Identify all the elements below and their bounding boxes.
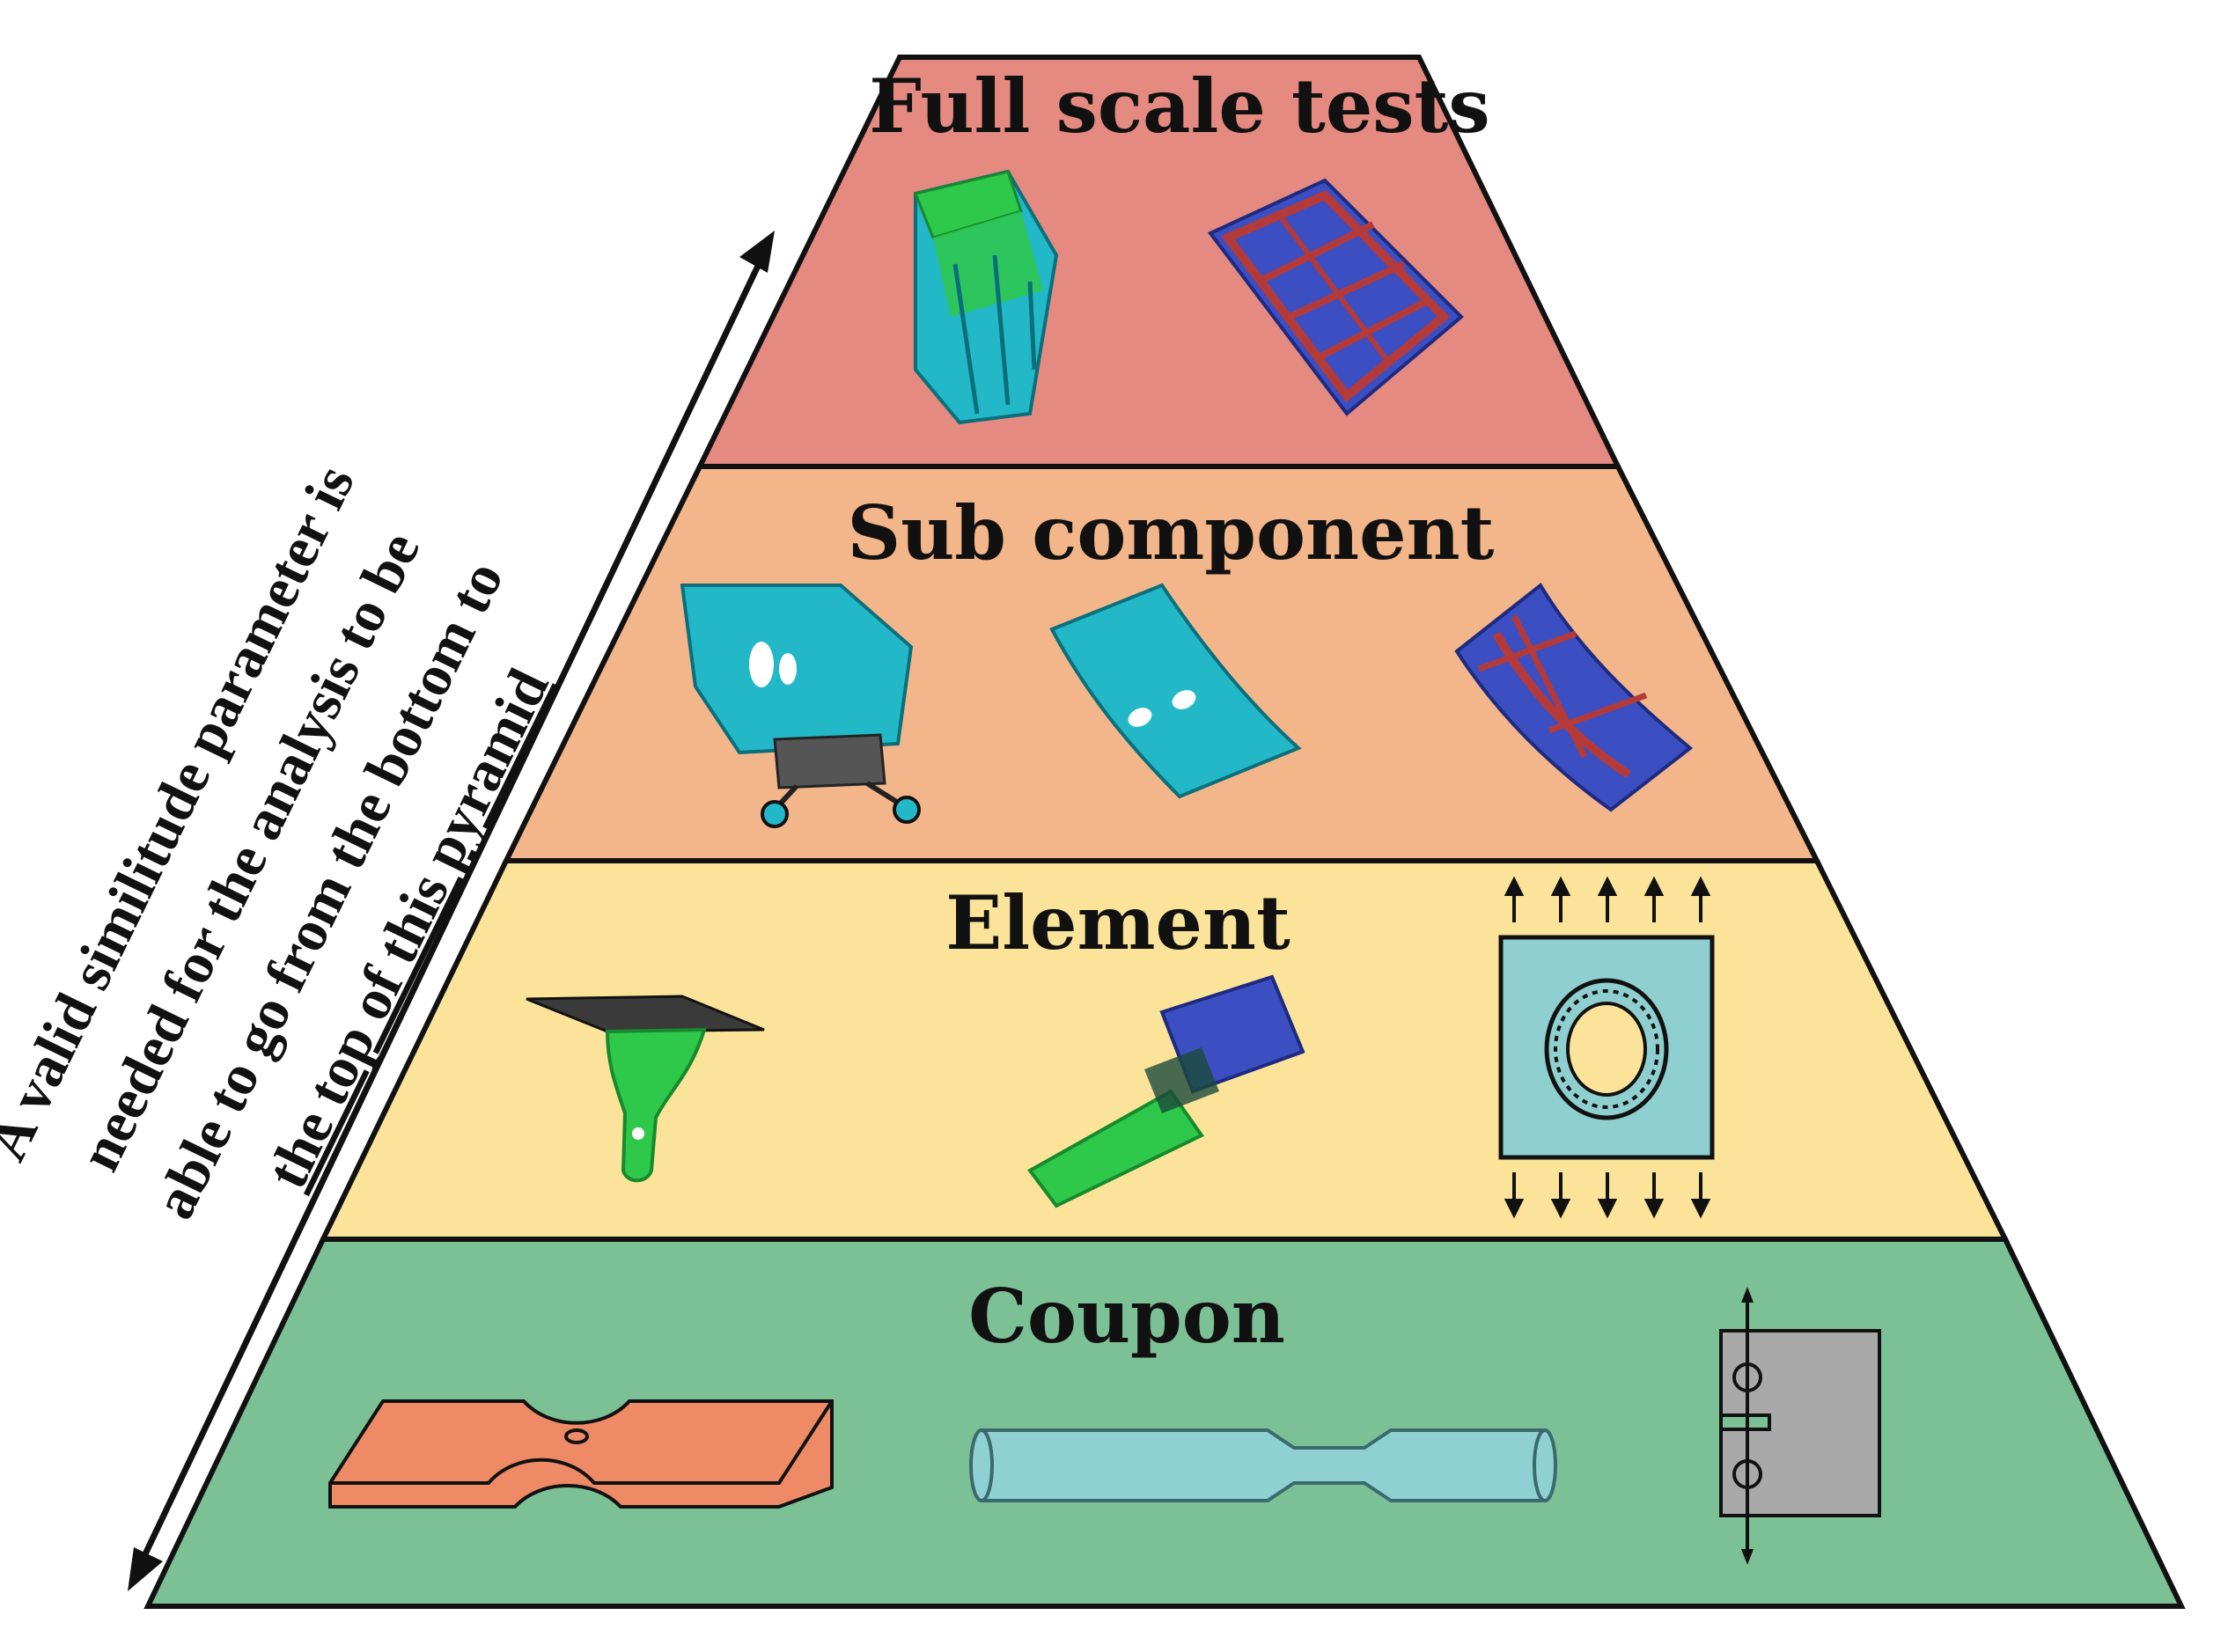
arrow-head-bottom bbox=[128, 1547, 163, 1591]
sub-component-bracket-assembly bbox=[680, 584, 921, 828]
arrow-head-top bbox=[739, 231, 775, 273]
element-t-joint bbox=[526, 995, 765, 1183]
element-bolted-lug bbox=[1027, 974, 1305, 1208]
coupon-notched-flat-specimen bbox=[328, 1399, 834, 1509]
tier-label-sub-component: Sub component bbox=[848, 489, 1495, 576]
full-scale-frame-structure bbox=[1207, 178, 1464, 416]
tier-label-full-scale: Full scale tests bbox=[869, 62, 1489, 150]
tier-band-coupon bbox=[143, 1237, 2186, 1609]
coupon-round-dogbone-specimen bbox=[969, 1428, 1557, 1502]
coupon-compact-tension-specimen bbox=[1719, 1287, 1881, 1565]
tier-label-coupon: Coupon bbox=[968, 1273, 1285, 1360]
sub-component-ribbed-section bbox=[1454, 583, 1694, 812]
tier-label-element: Element bbox=[945, 879, 1290, 966]
direction-arrow bbox=[128, 231, 775, 1591]
tension-arrows-down bbox=[1504, 1172, 1711, 1219]
tension-arrows-up bbox=[1504, 876, 1711, 922]
sub-component-curved-panel bbox=[1049, 583, 1302, 799]
element-plate-with-hole bbox=[1498, 876, 1715, 1219]
full-scale-wing-box-model bbox=[913, 169, 1059, 425]
